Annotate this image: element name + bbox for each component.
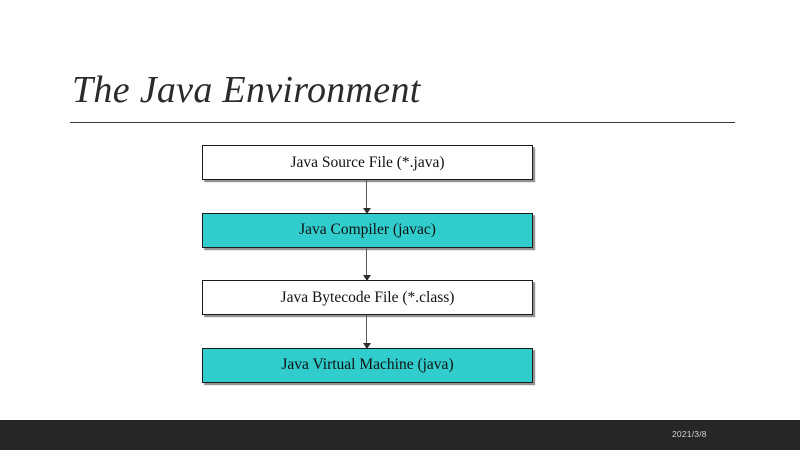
flow-node-java-virtual-machine[interactable]: Java Virtual Machine (java) (202, 347, 533, 383)
page-title: The Java Environment (72, 69, 421, 111)
flow-node-java-source-file[interactable]: Java Source File (*.java) (202, 145, 533, 180)
flow-node-java-compiler[interactable]: Java Compiler (javac) (202, 212, 533, 248)
footer-bar (0, 420, 800, 450)
flow-node-label: Java Source File (*.java) (290, 153, 445, 171)
flow-node-label: Java Bytecode File (*.class) (280, 288, 455, 306)
flow-arrow-source-to-compiler (362, 180, 371, 213)
java-environment-flowchart: Java Source File (*.java) Java Compiler … (202, 145, 533, 383)
footer-date: 2021/3/8 (672, 429, 707, 439)
flow-arrow-bytecode-to-jvm (362, 315, 371, 348)
flow-node-label: Java Virtual Machine (java) (281, 356, 454, 373)
flow-node-java-bytecode-file[interactable]: Java Bytecode File (*.class) (202, 280, 533, 315)
title-divider (70, 122, 735, 123)
flow-arrow-compiler-to-bytecode (362, 247, 371, 281)
flow-node-label: Java Compiler (javac) (299, 221, 436, 238)
